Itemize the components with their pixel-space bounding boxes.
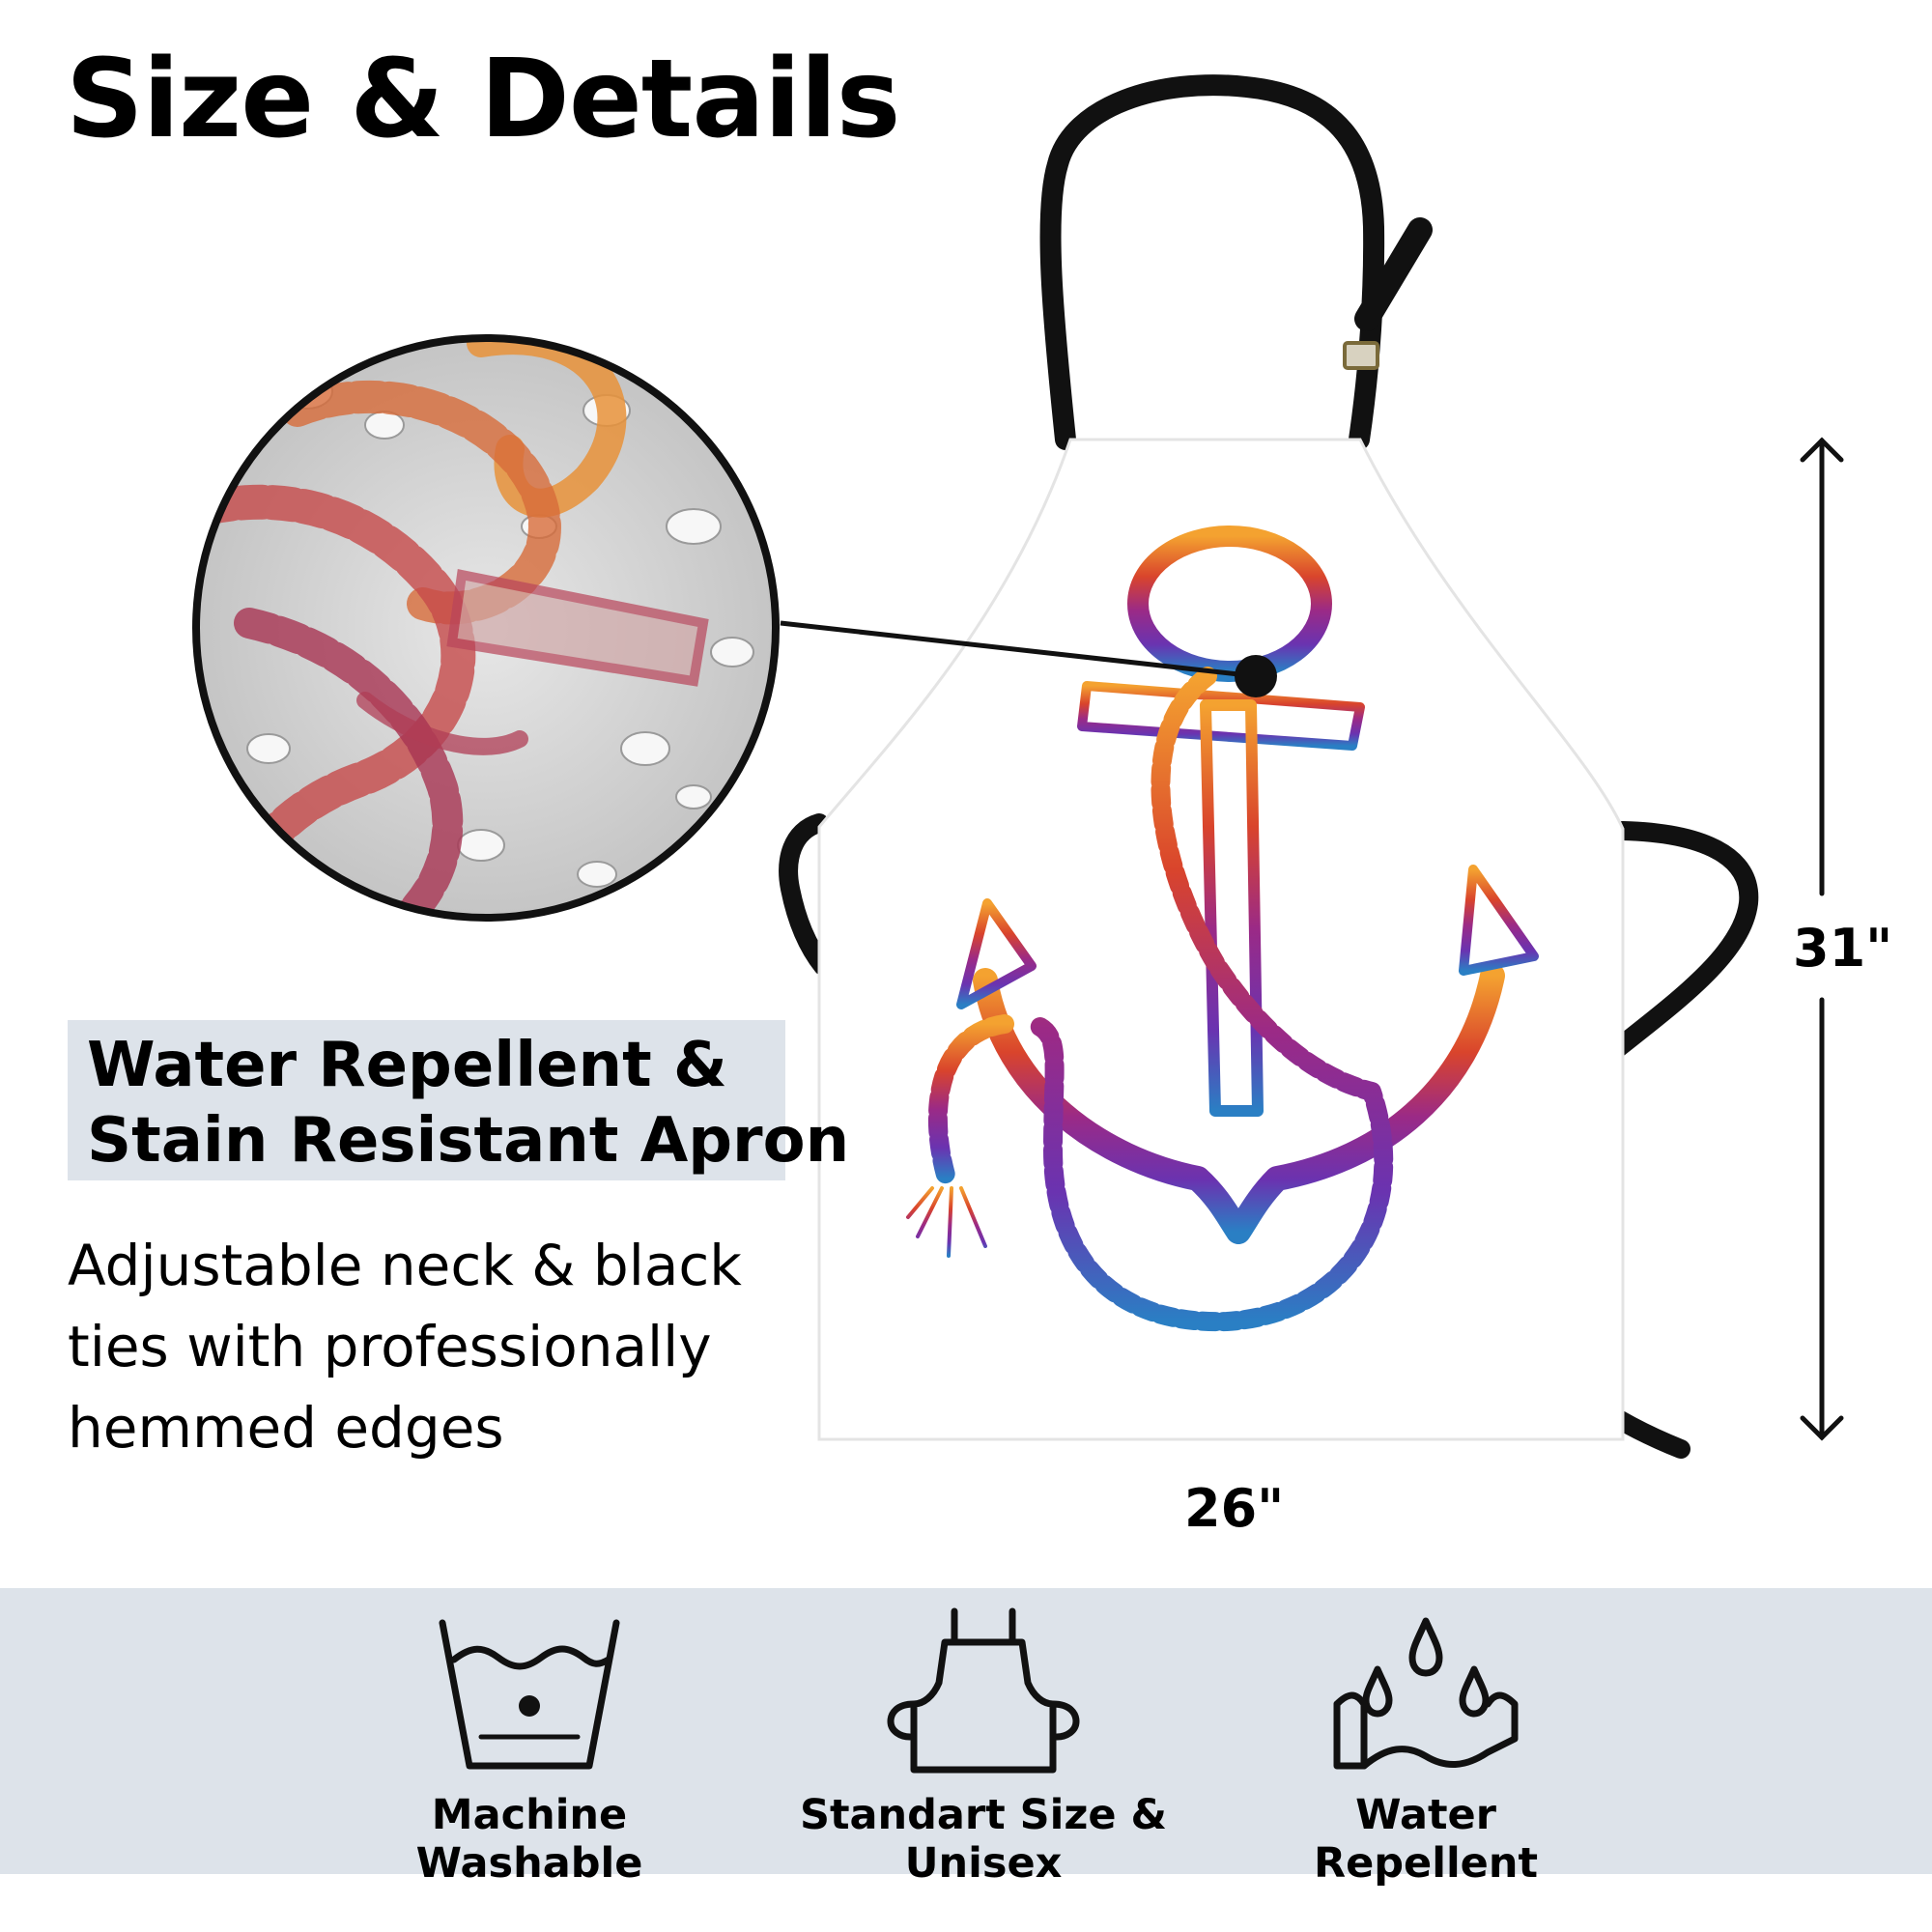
apron-illustration bbox=[779, 74, 1844, 1459]
feature-3-line-1: Water bbox=[1355, 1791, 1496, 1839]
callout-line bbox=[780, 620, 1257, 679]
apron-body bbox=[817, 438, 1625, 1441]
feature-water-repellent: Water Repellent bbox=[1233, 1611, 1619, 1888]
height-label: 31" bbox=[1789, 912, 1897, 984]
page-title: Size & Details bbox=[66, 37, 900, 162]
product-description: Adjustable neck & black ties with profes… bbox=[68, 1225, 742, 1468]
feature-standard-size: Standart Size & Unisex bbox=[790, 1604, 1177, 1888]
highlight-heading: Water Repellent & Stain Resistant Apron bbox=[87, 1028, 849, 1179]
anchor-illustration bbox=[906, 526, 1539, 1332]
feature-machine-washable: Machine Washable bbox=[336, 1611, 723, 1888]
highlight-line-1: Water Repellent & bbox=[87, 1030, 727, 1101]
height-arrow bbox=[1800, 437, 1844, 1441]
feature-2-line-2: Unisex bbox=[904, 1839, 1063, 1888]
neck-strap-tail bbox=[1354, 217, 1433, 331]
feature-2-line-1: Standart Size & bbox=[799, 1791, 1168, 1839]
width-label: 26" bbox=[1175, 1478, 1294, 1539]
feature-1-line-2: Washable bbox=[415, 1839, 643, 1888]
neck-strap bbox=[1039, 74, 1385, 450]
wash-basin-icon bbox=[439, 1619, 620, 1770]
strap-buckle bbox=[1343, 341, 1379, 370]
water-drops-icon bbox=[1333, 1617, 1519, 1770]
feature-1-line-1: Machine bbox=[431, 1791, 628, 1839]
apron-outline-icon bbox=[887, 1607, 1080, 1774]
description-line-1: Adjustable neck & black bbox=[68, 1233, 742, 1298]
description-line-3: hemmed edges bbox=[68, 1395, 504, 1461]
features-band bbox=[0, 1588, 1932, 1874]
fabric-zoom-circle bbox=[192, 334, 780, 922]
highlight-panel bbox=[68, 1020, 785, 1180]
description-line-2: ties with professionally bbox=[68, 1314, 712, 1379]
left-waist-tie bbox=[779, 813, 833, 976]
feature-3-line-2: Repellent bbox=[1313, 1839, 1539, 1888]
callout-dot bbox=[1235, 655, 1277, 697]
highlight-line-2: Stain Resistant Apron bbox=[87, 1105, 850, 1177]
